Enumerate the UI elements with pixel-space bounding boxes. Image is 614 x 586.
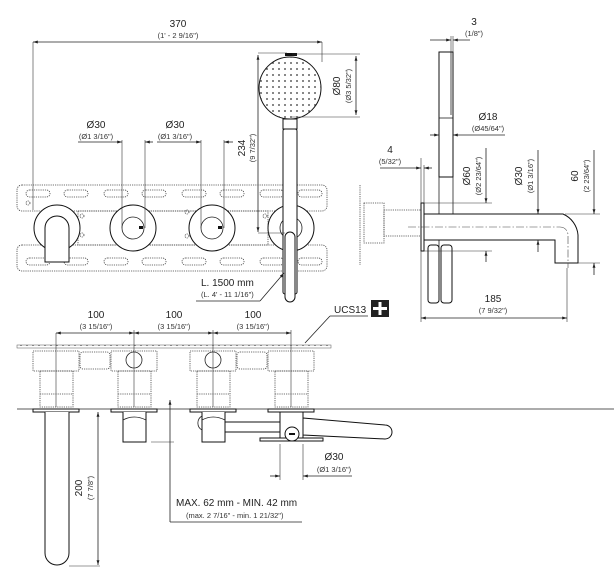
mounting-plate xyxy=(16,184,328,272)
dim-spout-dia: Ø30 (Ø1 3/16") xyxy=(514,150,540,252)
dim-value: L. 1500 mm xyxy=(201,278,254,289)
dim-value: Ø30 xyxy=(166,120,185,131)
spout-front xyxy=(33,204,81,263)
dim-spacing-3: 100 (3 15/16") xyxy=(213,310,291,335)
dim-value: Ø30 xyxy=(514,166,525,185)
dim-handle-dia: Ø18 (Ø45/64") xyxy=(430,112,505,137)
dim-value: Ø60 xyxy=(462,166,473,185)
dim-imperial: (9 7/32") xyxy=(248,133,257,162)
dim-knob-left: Ø30 (Ø1 3/16") xyxy=(78,120,153,228)
dim-value: Ø30 xyxy=(87,120,106,131)
dim-value: Ø80 xyxy=(332,76,343,95)
side-view: 3 (1/8") Ø18 (Ø45/64") 4 (5/32") Ø60 (Ø2… xyxy=(359,17,600,322)
front-elevation-view: 370 (1' - 2 9/16") xyxy=(16,19,360,303)
dim-imperial: (3 15/16") xyxy=(80,322,113,331)
dim-overall-width: 370 (1' - 2 9/16") xyxy=(32,19,323,210)
dim-imperial: (3 15/16") xyxy=(237,322,270,331)
dim-value: 234 xyxy=(237,139,248,156)
rough-in-label: UCS13 xyxy=(334,305,367,316)
dim-head-thickness: 3 (1/8") xyxy=(430,17,484,52)
dim-value: 60 xyxy=(570,170,581,182)
dim-imperial: (Ø2 23/64") xyxy=(474,156,483,195)
plus-icon[interactable] xyxy=(371,300,389,317)
dim-value: 100 xyxy=(166,310,183,321)
rough-in-callout: UCS13 xyxy=(304,300,389,344)
dim-imperial: (Ø45/64") xyxy=(472,124,505,133)
wall-box xyxy=(359,185,425,265)
dim-value: 200 xyxy=(74,479,85,496)
dim-hose-length: L. 1500 mm (L. 4' - 11 1/16") xyxy=(196,272,285,302)
dim-imperial: (Ø1 3/16") xyxy=(526,158,535,193)
dim-wall-depth: MAX. 62 mm - MIN. 42 mm (max. 2 7/16" - … xyxy=(151,400,302,523)
dim-value: 100 xyxy=(88,310,105,321)
dim-value: Ø30 xyxy=(325,452,344,463)
control-knob-right xyxy=(188,204,236,252)
dim-imperial: (Ø1 3/16") xyxy=(158,132,193,141)
dim-value: MAX. 62 mm - MIN. 42 mm xyxy=(176,498,297,509)
plan-view: 100 (3 15/16") 100 (3 15/16") 100 (3 15/… xyxy=(16,300,614,567)
dim-hand-shower-height: 234 (9 7/32") xyxy=(237,52,287,234)
dim-imperial: (2 23/64") xyxy=(582,159,591,192)
dim-spacing-2: 100 (3 15/16") xyxy=(134,310,213,335)
dim-imperial: (max. 2 7/16" - min. 1 21/32") xyxy=(186,511,284,520)
dim-knob-right: Ø30 (Ø1 3/16") xyxy=(157,120,233,228)
control-knob-left xyxy=(109,204,157,252)
dim-imperial: (3 15/16") xyxy=(158,322,191,331)
dim-imperial: (Ø3 5/32") xyxy=(344,68,353,103)
dim-imperial: (1' - 2 9/16") xyxy=(158,31,199,40)
dim-imperial: (7 7/8") xyxy=(86,475,95,500)
dim-imperial: (L. 4' - 11 1/16") xyxy=(201,290,254,299)
dim-spout-projection: 185 (7 9/32") xyxy=(420,251,568,322)
hand-shower xyxy=(258,53,322,303)
dim-flange-dia: Ø60 (Ø2 23/64") xyxy=(424,148,492,262)
dim-value: Ø18 xyxy=(479,112,498,123)
dim-spout-length: 200 (7 7/8") xyxy=(69,412,100,567)
dim-value: 3 xyxy=(471,17,477,28)
dim-value: 4 xyxy=(387,145,393,156)
dim-spacing-1: 100 (3 15/16") xyxy=(56,310,134,335)
dim-value: 185 xyxy=(485,294,502,305)
dim-imperial: (Ø1 3/16") xyxy=(317,465,352,474)
dim-holder-dia: Ø30 (Ø1 3/16") xyxy=(270,444,352,480)
dim-shower-head-dia: Ø80 (Ø3 5/32") xyxy=(292,53,360,118)
dim-plate-thickness: 4 (5/32") xyxy=(379,145,432,203)
dim-value: 370 xyxy=(170,19,187,30)
dim-imperial: (1/8") xyxy=(465,29,484,38)
dim-spout-height: 60 (2 23/64") xyxy=(565,150,600,275)
dim-imperial: (5/32") xyxy=(379,157,402,166)
dim-imperial: (Ø1 3/16") xyxy=(79,132,114,141)
dim-imperial: (7 9/32") xyxy=(479,306,508,315)
spout-side xyxy=(408,213,579,268)
dim-value: 100 xyxy=(245,310,262,321)
